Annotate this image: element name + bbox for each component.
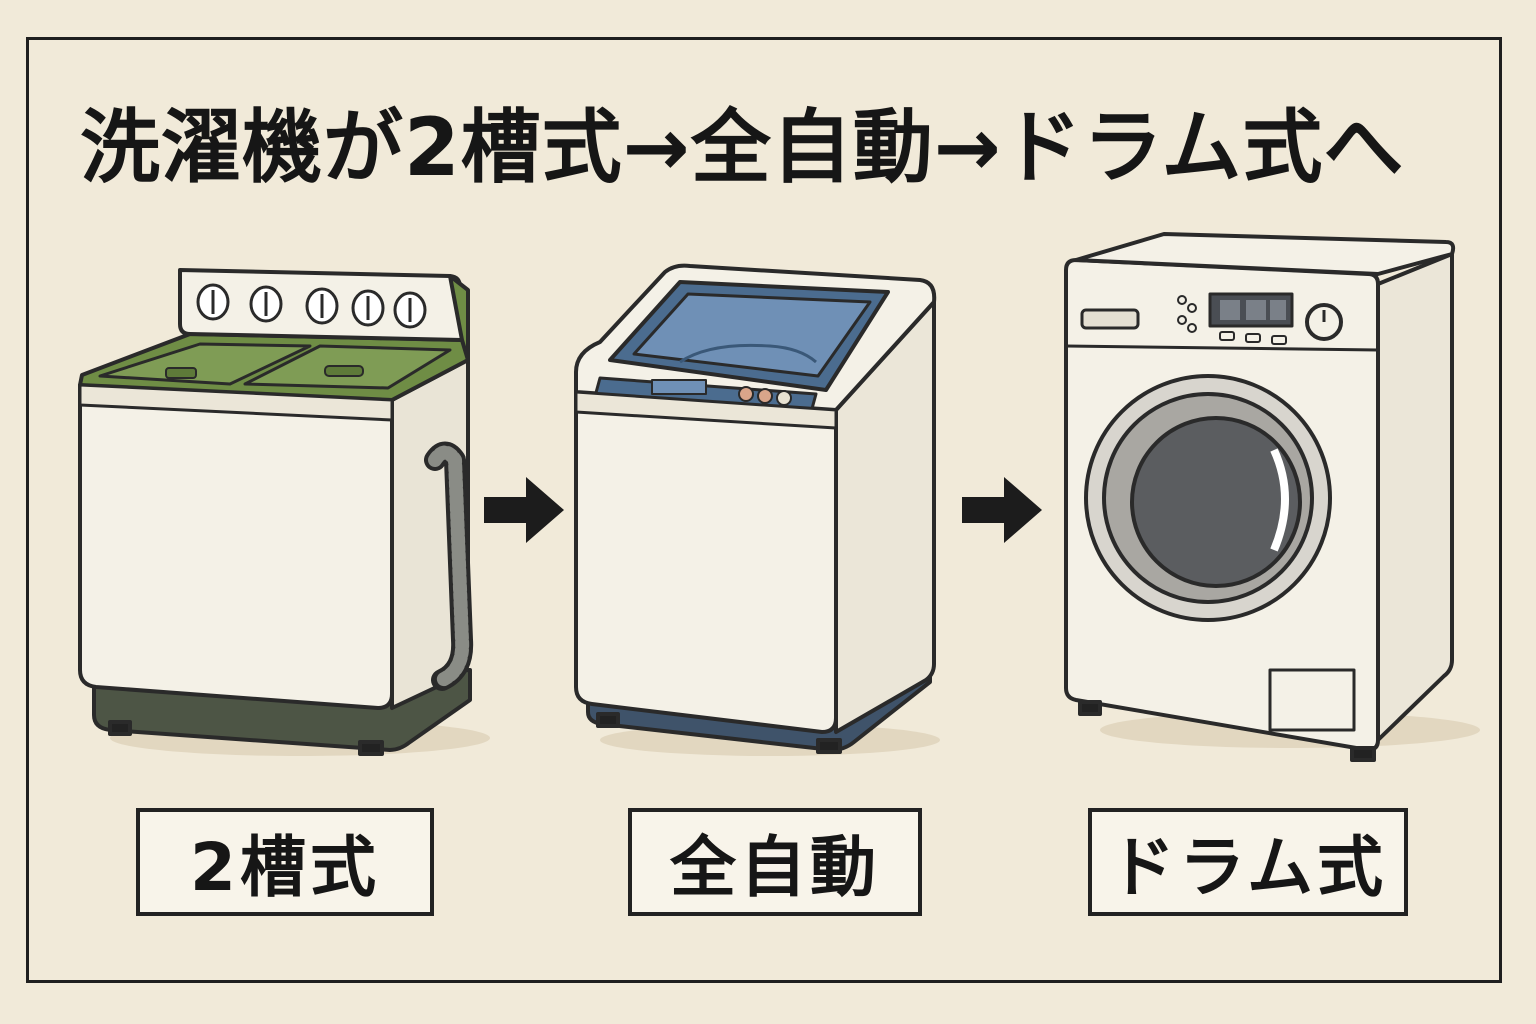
diagram-frame — [26, 37, 1502, 983]
drum-washer-illustration — [1064, 232, 1480, 762]
right-arrow-icon — [962, 477, 1042, 543]
page-title: 洗濯機が2槽式→全自動→ドラム式へ — [80, 101, 1405, 194]
fully-automatic-washer-illustration — [574, 263, 940, 756]
stage-label-fully-automatic: 全自動 — [628, 808, 922, 916]
right-arrow-icon — [484, 477, 564, 543]
stage-label-twin-tub: 2槽式 — [136, 808, 434, 916]
stage-label-drum: ドラム式 — [1088, 808, 1408, 916]
twin-tub-washer-illustration — [78, 268, 490, 756]
